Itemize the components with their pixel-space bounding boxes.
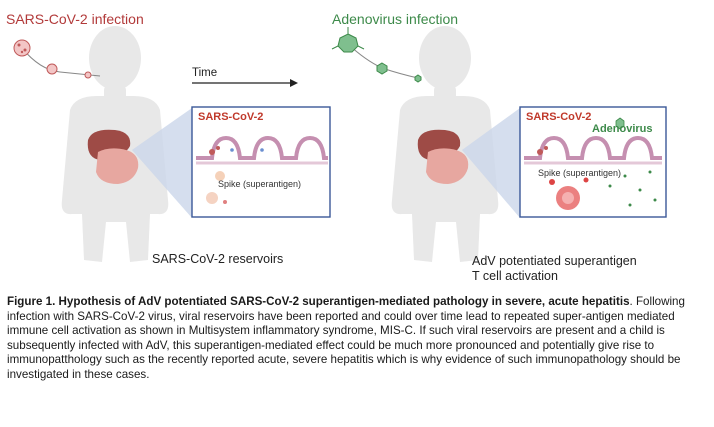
time-label: Time xyxy=(192,67,218,79)
adenovirus-icon-large xyxy=(331,27,365,53)
figure-caption-body: . Following infection with SARS-CoV-2 vi… xyxy=(7,295,685,381)
inset-right-label-sars: SARS-CoV-2 xyxy=(526,111,592,123)
sars-virus-icon-medium xyxy=(46,63,58,75)
adenovirus-icon-small xyxy=(414,74,422,83)
left-panel-caption: SARS-CoV-2 reservoirs xyxy=(152,252,284,266)
spike-label-right: Spike (superantigen) xyxy=(538,168,622,178)
figure-caption: Figure 1. Hypothesis of AdV potentiated … xyxy=(7,295,707,382)
figure-caption-title: Figure 1. Hypothesis of AdV potentiated … xyxy=(7,295,630,308)
adenovirus-infection-title: Adenovirus infection xyxy=(332,11,459,27)
sars-infection-title: SARS-CoV-2 infection xyxy=(6,11,144,27)
intestine-icon-left xyxy=(96,148,139,184)
inset-right-label-adenovirus: Adenovirus xyxy=(592,123,653,135)
zoom-wedge-right xyxy=(462,108,520,218)
intestine-icon-right xyxy=(426,148,469,184)
zoom-wedge-left xyxy=(132,108,192,218)
figure-illustration xyxy=(13,26,667,262)
right-panel-caption-line1: AdV potentiated superantigen xyxy=(472,254,637,268)
inset-left-label: SARS-CoV-2 xyxy=(198,111,264,123)
spike-label-left: Spike (superantigen) xyxy=(218,179,302,189)
right-panel-caption-line2: T cell activation xyxy=(472,269,558,283)
inset-box-left xyxy=(191,106,331,218)
inset-box-right xyxy=(519,106,667,218)
adenovirus-icon-medium xyxy=(376,62,388,75)
sars-virus-icon-small xyxy=(84,71,92,79)
sars-virus-icon-large xyxy=(13,39,31,57)
time-arrow-head xyxy=(290,79,298,87)
